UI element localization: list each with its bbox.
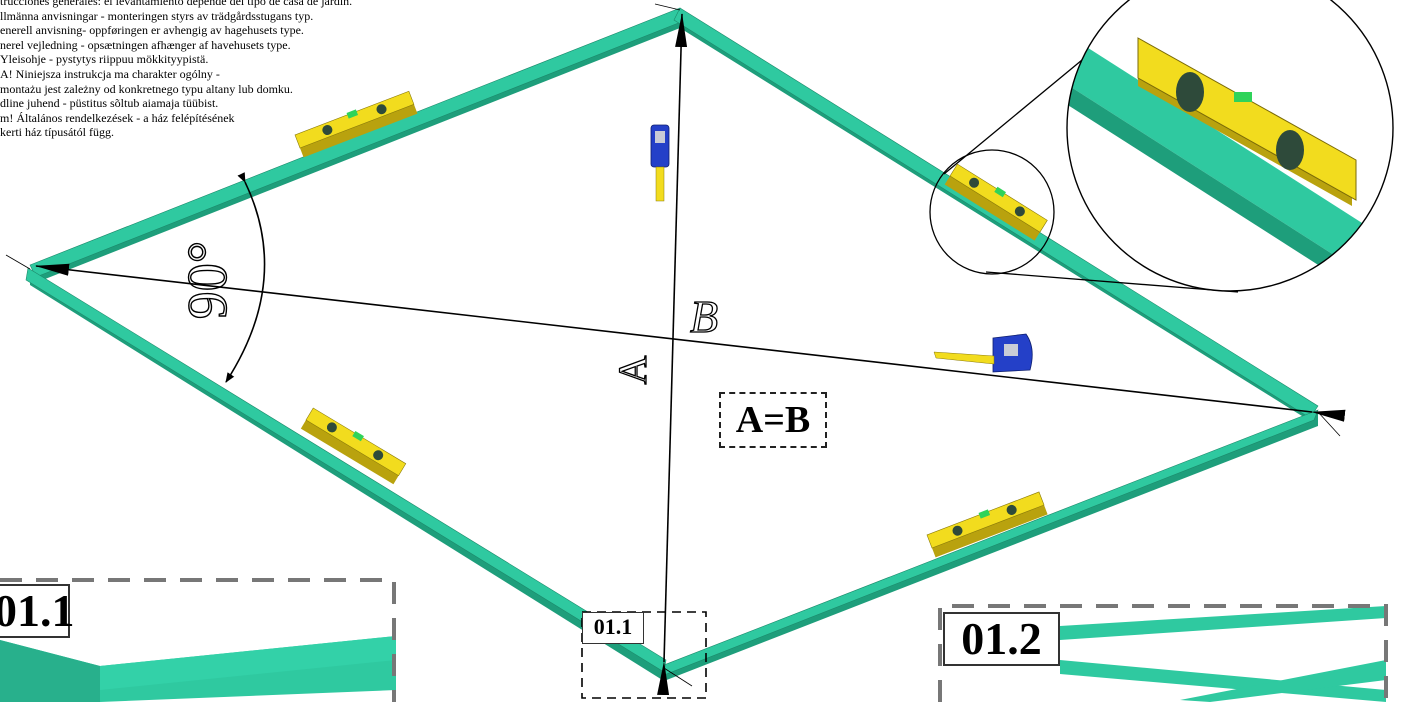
note-line: m! Általános rendelkezések - a ház felép… bbox=[0, 110, 235, 125]
detail-label-01-1: 01.1 bbox=[0, 584, 75, 638]
note-line: nerel vejledning - opsætningen afhænger … bbox=[0, 37, 291, 52]
tape-measure-icon bbox=[650, 124, 670, 202]
spirit-level-icon bbox=[300, 407, 407, 485]
detail-inset-1 bbox=[0, 578, 396, 702]
spirit-level-icon bbox=[294, 90, 418, 158]
detail-label-01-2: 01.2 bbox=[943, 612, 1060, 666]
note-line: montażu jest zależny od konkretnego typu… bbox=[0, 81, 293, 96]
diagonal-a-label: A bbox=[610, 355, 655, 384]
note-line: llmänna anvisningar - monteringen styrs … bbox=[0, 8, 314, 23]
spirit-level-icon bbox=[944, 163, 1048, 241]
beam-top-left bbox=[29, 7, 687, 278]
note-line: Yleisohje - pystytys riippuu mökkityypis… bbox=[0, 52, 209, 67]
detail-marker-box bbox=[581, 611, 707, 699]
diagonal-b-line bbox=[657, 13, 688, 696]
magnifier-detail bbox=[929, 0, 1394, 293]
angle-arc bbox=[225, 172, 266, 383]
note-line: kerti ház típusától függ. bbox=[0, 125, 114, 140]
note-line: enerell anvisning- oppføringen er avheng… bbox=[0, 23, 304, 38]
detail-inset-2 bbox=[938, 604, 1388, 702]
note-line: trucciones generales: el levantamiento d… bbox=[0, 0, 353, 8]
instruction-notes: trucciones generales: el levantamiento d… bbox=[0, 0, 440, 140]
note-line: A! Niniejsza instrukcja ma charakter ogó… bbox=[0, 66, 220, 81]
detail-marker-label: 01.1 bbox=[582, 612, 644, 644]
note-line: dline juhend - püstitus sõltub aiamaja t… bbox=[0, 96, 219, 111]
equation-label: A=B bbox=[719, 392, 827, 448]
spirit-level-icon bbox=[926, 491, 1048, 558]
diagonal-b-label: B bbox=[690, 291, 718, 342]
beam-bottom-left bbox=[25, 267, 667, 673]
angle-label: 90° bbox=[177, 241, 239, 319]
spirit-level-icon bbox=[1137, 37, 1357, 206]
tape-measure-icon bbox=[933, 333, 1033, 373]
